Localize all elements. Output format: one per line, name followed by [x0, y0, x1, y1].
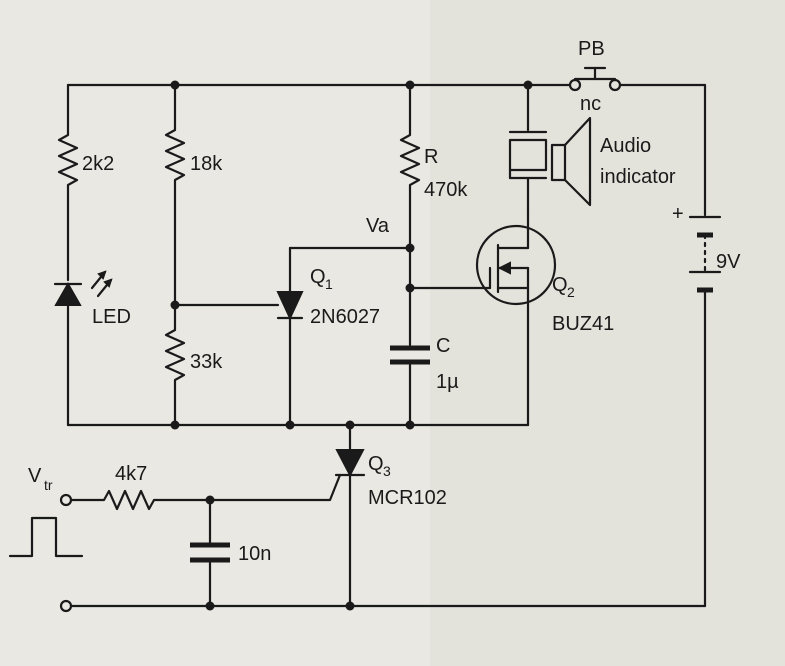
resistor-r-label: R — [424, 146, 438, 168]
resistor-18k-label: 18k — [190, 153, 223, 175]
capacitor-c-label: C — [436, 335, 450, 357]
led-label: LED — [92, 306, 131, 328]
pb-nc-label: nc — [580, 93, 601, 115]
vtr-label: V — [28, 465, 42, 487]
capacitor-c: C 1µ — [390, 246, 459, 427]
capacitor-1u-label: 1µ — [436, 371, 459, 393]
battery-plus-label: + — [672, 203, 684, 225]
audio-label-line1: Audio — [600, 135, 651, 157]
push-button-pb: PB nc — [568, 38, 622, 115]
resistor-2k2-label: 2k2 — [82, 153, 114, 175]
vtr-subscript: tr — [44, 477, 53, 493]
q2-part-label: BUZ41 — [552, 313, 614, 335]
q3-subscript: 3 — [383, 463, 391, 479]
top-rail-wire — [66, 83, 707, 217]
junction-dots — [170, 80, 533, 611]
put-q1: Q 1 2N6027 — [276, 246, 412, 427]
q1-part-label: 2N6027 — [310, 306, 380, 328]
mosfet-q2: Q 2 BUZ41 — [408, 208, 614, 427]
resistor-470k-label: 470k — [424, 179, 468, 201]
led: LED — [53, 270, 131, 427]
q1-label: Q — [310, 266, 326, 288]
capacitor-10n: 10n — [190, 498, 271, 608]
trigger-pulse-icon — [8, 516, 84, 558]
capacitor-10n-label: 10n — [238, 543, 271, 565]
resistor-2k2: 2k2 — [57, 123, 114, 282]
resistor-33k: 33k — [164, 303, 223, 427]
q1-subscript: 1 — [325, 276, 333, 292]
resistor-4k7-label: 4k7 — [115, 463, 147, 485]
audio-indicator: Audio indicator — [508, 83, 676, 212]
resistor-4k7: 4k7 — [69, 463, 215, 511]
q2-label: Q — [552, 274, 568, 296]
resistor-18k: 18k — [164, 83, 223, 307]
resistor-470k: R 470k — [399, 83, 468, 250]
battery-9v-label: 9V — [716, 251, 741, 273]
q3-label: Q — [368, 453, 384, 475]
node-va-label: Va — [366, 215, 390, 237]
scr-q3: Q 3 MCR102 — [211, 423, 447, 608]
q3-part-label: MCR102 — [368, 487, 447, 509]
pb-label: PB — [578, 38, 605, 60]
audio-label-line2: indicator — [600, 166, 676, 188]
resistor-33k-label: 33k — [190, 351, 223, 373]
battery-9v: + 9V — [672, 203, 741, 608]
q2-subscript: 2 — [567, 284, 575, 300]
